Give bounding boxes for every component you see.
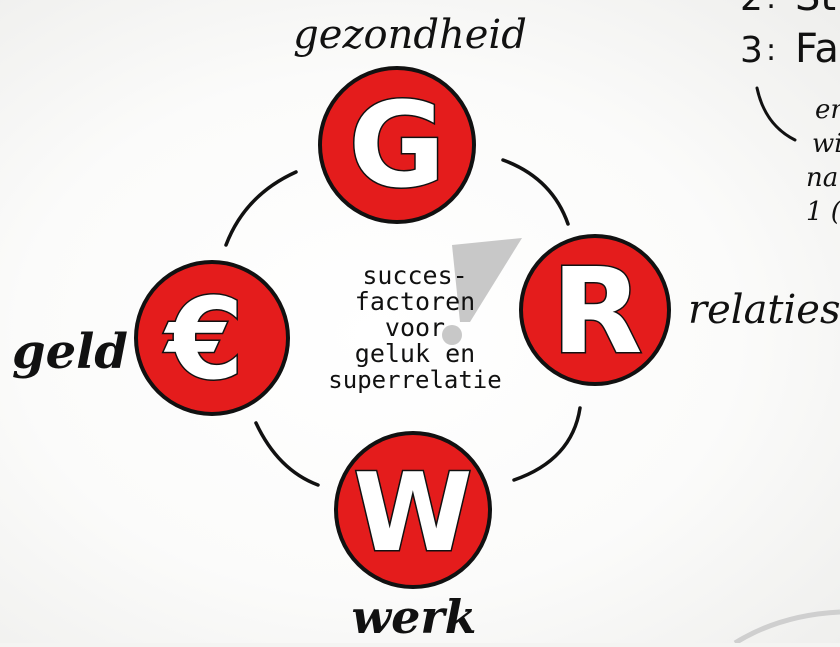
- background-arc: [733, 609, 840, 646]
- connector-left-top: [224, 170, 298, 247]
- node-letter-right: R: [552, 242, 643, 380]
- note-side-1: en: [815, 95, 840, 125]
- label-werk: werk: [352, 590, 477, 643]
- node-relaties: R: [519, 234, 671, 386]
- node-letter-top: G: [349, 76, 446, 214]
- center-title: succes- factoren voor geluk en superrela…: [328, 261, 501, 394]
- note-text-3: Fa: [795, 26, 839, 72]
- node-letter-bottom: W: [353, 451, 472, 576]
- center-line-3: voor: [385, 313, 445, 342]
- node-werk: W: [334, 431, 492, 589]
- note-side-4: 1 (: [806, 197, 840, 227]
- note-side-2: wi: [812, 129, 840, 159]
- note-number-3: 3: [740, 30, 763, 71]
- connector-top-right: [501, 158, 570, 226]
- center-line-1: succes-: [362, 261, 467, 290]
- label-gezondheid: gezondheid: [293, 12, 527, 58]
- node-geld: €: [134, 260, 290, 416]
- node-letter-left: €: [163, 275, 244, 405]
- connector-arcs: [224, 158, 582, 487]
- center-line-2: factoren: [355, 287, 475, 316]
- svg-text::: :: [766, 0, 776, 16]
- corner-notes: 2 : St 3 : Fa en wi na 1 (: [740, 0, 840, 227]
- note-text-2: St: [795, 0, 836, 20]
- label-relaties: relaties: [688, 287, 840, 333]
- note-side-3: na: [806, 163, 838, 193]
- label-geld: geld: [12, 324, 128, 380]
- node-gezondheid: G: [318, 66, 476, 224]
- svg-text::: :: [766, 33, 776, 68]
- exclamation-mark-icon: [442, 238, 522, 345]
- center-line-4: geluk en: [355, 339, 475, 368]
- note-bracket: [755, 86, 797, 142]
- center-line-5: superrelatie: [328, 366, 501, 394]
- connector-right-bottom: [512, 406, 582, 482]
- connector-left-bottom: [254, 421, 320, 487]
- note-number-2: 2: [740, 0, 763, 19]
